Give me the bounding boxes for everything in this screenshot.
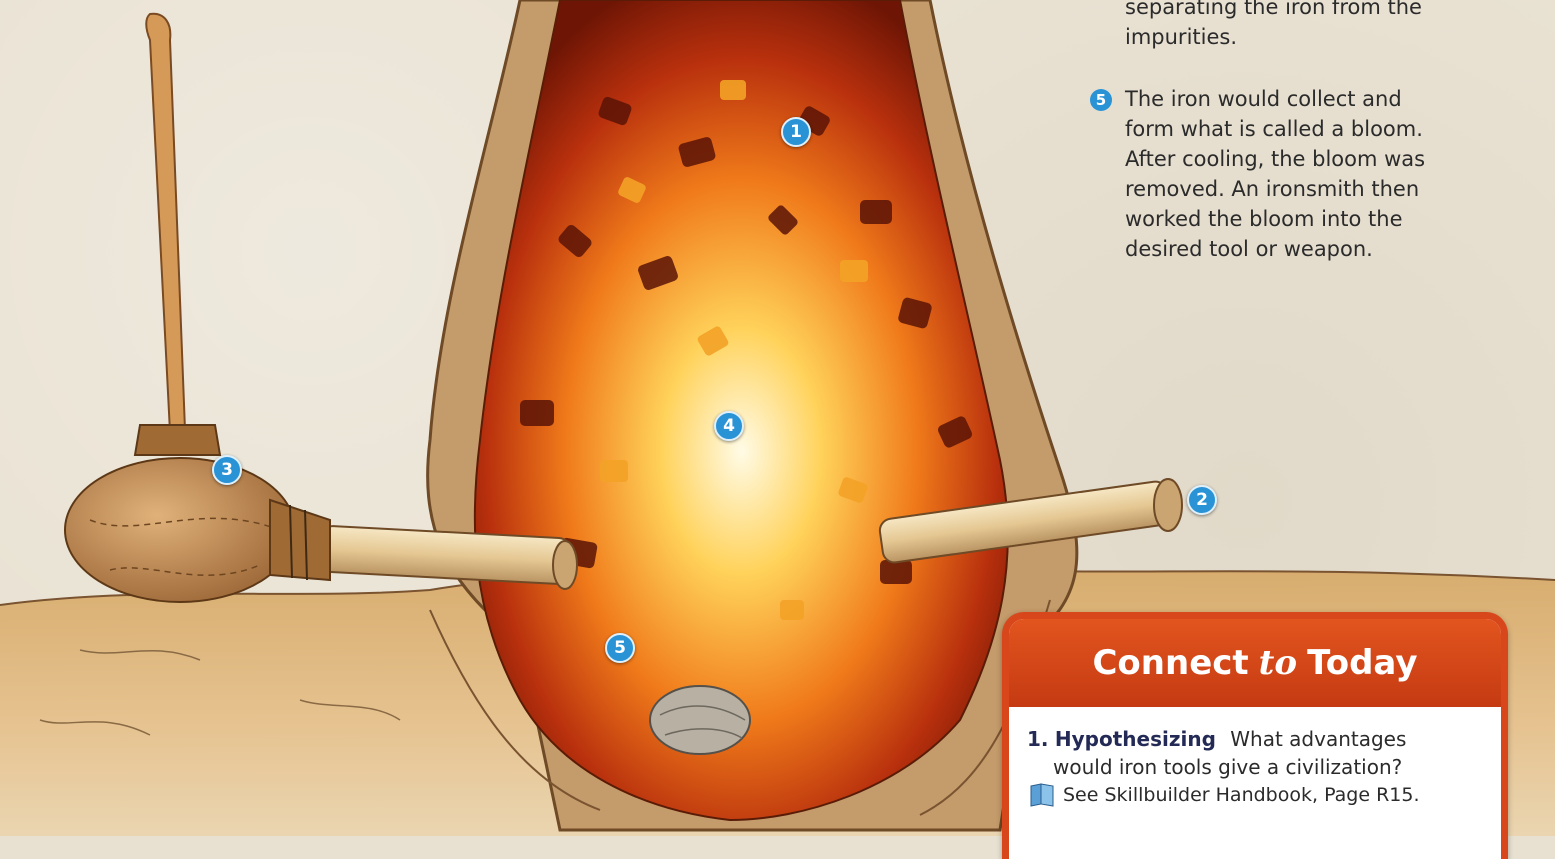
question-label: Hypothesizing bbox=[1055, 727, 1216, 751]
step-marker-4: 4 bbox=[714, 411, 744, 441]
step-4-text: separating the iron from the impurities. bbox=[1125, 0, 1422, 52]
step-5-line: After cooling, the bloom was bbox=[1125, 144, 1425, 174]
connect-header: Connect to Today bbox=[1009, 619, 1501, 707]
step-marker-3: 3 bbox=[212, 455, 242, 485]
textbook-page: 1 2 3 4 5 separating the iron from the i… bbox=[0, 0, 1555, 836]
reference-line[interactable]: See Skillbuilder Handbook, Page R15. bbox=[1027, 783, 1487, 807]
step-5-line: worked the bloom into the bbox=[1125, 204, 1425, 234]
connect-body: 1. Hypothesizing What advantages would i… bbox=[1009, 707, 1501, 807]
reference-text[interactable]: See Skillbuilder Handbook, Page R15. bbox=[1063, 784, 1420, 806]
step-4-line: impurities. bbox=[1125, 22, 1422, 52]
question-number: 1. bbox=[1027, 727, 1049, 751]
step-5-line: desired tool or weapon. bbox=[1125, 234, 1425, 264]
step-5-text: The iron would collect and form what is … bbox=[1125, 84, 1425, 264]
connect-title-right: Today bbox=[1307, 643, 1417, 683]
step-5-line: The iron would collect and bbox=[1125, 84, 1425, 114]
question-line: 1. Hypothesizing What advantages bbox=[1027, 725, 1487, 753]
connect-title-mid: to bbox=[1259, 643, 1297, 683]
step-marker-2: 2 bbox=[1187, 485, 1217, 515]
bellows bbox=[65, 14, 330, 602]
step-marker-5: 5 bbox=[605, 633, 635, 663]
step-4-line: separating the iron from the bbox=[1125, 0, 1422, 22]
book-icon bbox=[1029, 783, 1055, 807]
step-5-badge: 5 bbox=[1090, 89, 1112, 111]
question-text-1: What advantages bbox=[1230, 727, 1406, 751]
iron-bloom bbox=[650, 686, 750, 754]
connect-to-today-box: Connect to Today 1. Hypothesizing What a… bbox=[1002, 612, 1508, 859]
step-marker-1: 1 bbox=[781, 117, 811, 147]
step-5-line: form what is called a bloom. bbox=[1125, 114, 1425, 144]
connect-title-left: Connect bbox=[1092, 643, 1248, 683]
question-text-2: would iron tools give a civilization? bbox=[1027, 753, 1487, 781]
step-5-line: removed. An ironsmith then bbox=[1125, 174, 1425, 204]
